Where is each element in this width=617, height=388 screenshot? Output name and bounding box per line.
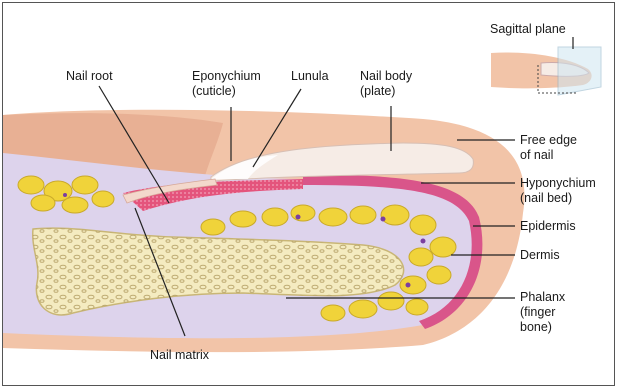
- label-dermis: Dermis: [520, 248, 560, 263]
- label-free-edge: Free edge of nail: [520, 133, 577, 163]
- label-nail-body: Nail body (plate): [360, 69, 412, 99]
- label-nail-root: Nail root: [66, 69, 113, 84]
- label-lunula: Lunula: [291, 69, 329, 84]
- label-hyponychium: Hyponychium (nail bed): [520, 176, 596, 206]
- label-nail-matrix: Nail matrix: [150, 348, 209, 363]
- sagittal-inset: [491, 47, 601, 95]
- label-epidermis: Epidermis: [520, 219, 576, 234]
- label-sagittal-plane: Sagittal plane: [490, 22, 566, 37]
- label-phalanx: Phalanx (finger bone): [520, 290, 565, 335]
- label-eponychium: Eponychium (cuticle): [192, 69, 261, 99]
